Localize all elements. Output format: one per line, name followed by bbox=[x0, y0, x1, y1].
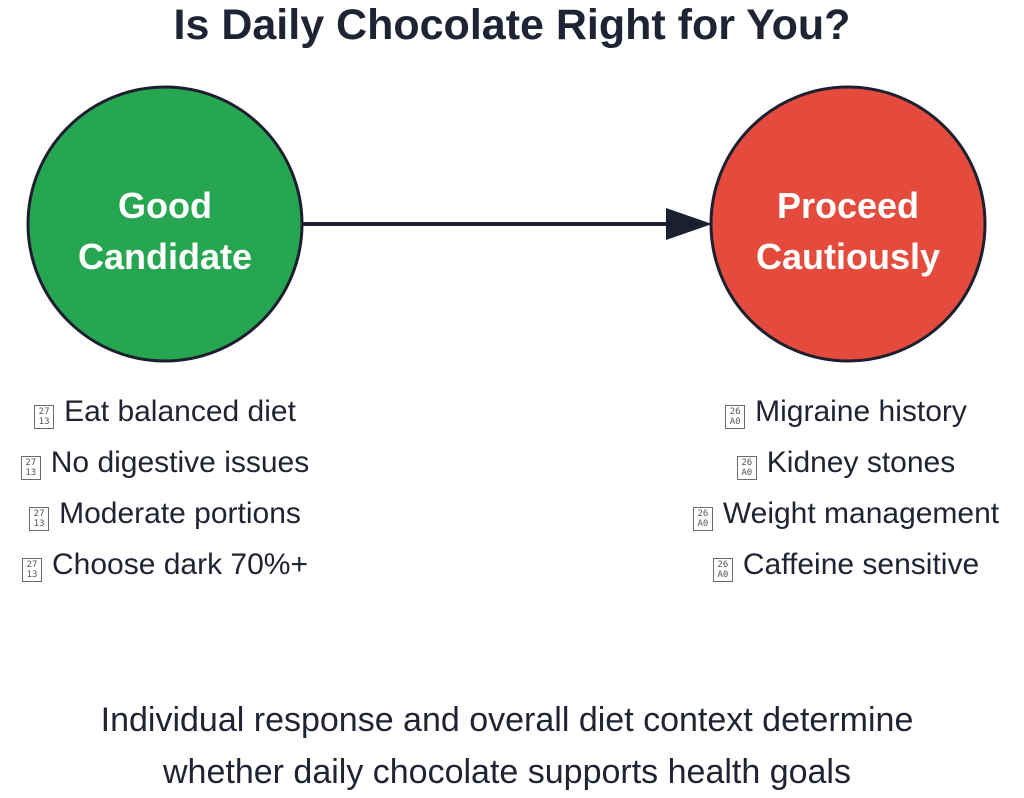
missing-glyph-icon: 26 A0 bbox=[725, 405, 746, 429]
flow-diagram: Good Candidate Proceed Cautiously bbox=[26, 85, 987, 363]
good-node-label-line2: Candidate bbox=[78, 236, 252, 277]
missing-glyph-icon: 27 13 bbox=[20, 456, 41, 480]
proceed-cautiously-node: Proceed Cautiously bbox=[709, 85, 987, 363]
missing-glyph-icon: 27 13 bbox=[22, 558, 42, 582]
footer-line-2: whether daily chocolate supports health … bbox=[163, 753, 851, 791]
caution-node-label-line1: Proceed bbox=[777, 185, 919, 226]
footer-line-1: Individual response and overall diet con… bbox=[100, 701, 914, 739]
missing-glyph-icon: 26 A0 bbox=[692, 507, 713, 531]
missing-glyph-icon: 26 A0 bbox=[736, 456, 757, 480]
good-node-label-line1: Good bbox=[118, 185, 212, 226]
missing-glyph-icon: 27 13 bbox=[34, 405, 55, 429]
connector-arrow bbox=[302, 208, 712, 240]
page-title: Is Daily Chocolate Right for You? bbox=[173, 1, 851, 49]
footer-note: Individual response and overall diet con… bbox=[0, 694, 1014, 798]
caution-node-label-line2: Cautiously bbox=[756, 236, 940, 277]
good-candidate-node: Good Candidate bbox=[26, 85, 304, 363]
missing-glyph-icon: 27 13 bbox=[29, 507, 50, 531]
missing-glyph-icon: 26 A0 bbox=[712, 558, 733, 582]
